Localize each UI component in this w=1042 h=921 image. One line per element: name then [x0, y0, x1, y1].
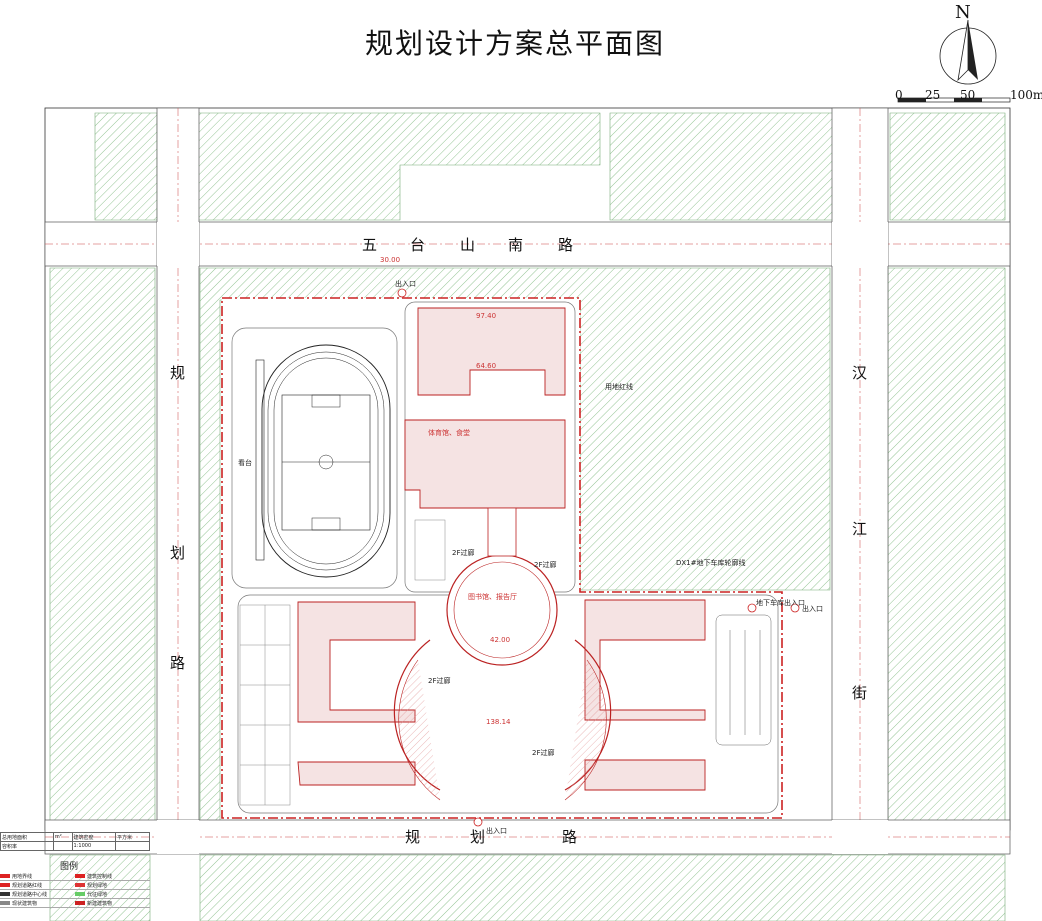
legend-swatch: [0, 901, 10, 905]
library-label: 图书馆、报告厅: [468, 593, 517, 601]
entrance-right-label: 出入口: [802, 605, 823, 613]
gym-label: 体育馆、食堂: [428, 429, 470, 437]
legend-cell: 平方米: [114, 832, 151, 842]
legend-swatch: [0, 883, 10, 887]
plan-title: 规划设计方案总平面图: [365, 27, 666, 60]
entrance-top-label: 出入口: [395, 280, 416, 288]
legend-item-label: 规划绿地: [87, 882, 108, 889]
legend-swatch: [0, 892, 10, 896]
legend-cell: 1:1000: [71, 841, 116, 851]
dim-label: 30.00: [380, 256, 401, 264]
legend-title: 图例: [60, 862, 79, 872]
road-north-char: 台: [410, 236, 426, 254]
legend-item-label: 用地界线: [12, 873, 33, 880]
legend-cell: 总用地面积: [0, 832, 54, 842]
corridor-label: 2F过廊: [532, 749, 555, 757]
legend-swatch: [75, 892, 85, 896]
scale-label-25: 25: [925, 88, 941, 102]
scale-label-0: 0: [895, 88, 903, 102]
courts: [239, 519, 446, 806]
legend-item-label: 规划道路红线: [12, 882, 43, 889]
entrance-markers: [397, 288, 800, 827]
road-east-char: 江: [852, 520, 868, 538]
legend-summary-table: 总用地面积 m² 建筑密度 平方米 容积率 1:1000: [0, 832, 151, 851]
legend-items: 用地界线 建筑控制线 规划道路红线 规划绿地 规划道路中心线 代征绿地 现状建筑…: [0, 872, 150, 908]
stand-label: 看台: [238, 459, 252, 467]
legend-item-label: 代征绿地: [87, 891, 108, 898]
scale-bar: [897, 97, 1011, 103]
road-north-char: 五: [362, 236, 378, 254]
dim-label: 138.14: [486, 718, 511, 726]
roads: [44, 107, 1011, 855]
road-east-char: 街: [852, 684, 868, 702]
running-track: [255, 344, 391, 578]
entrance-bottom-label: 出入口: [486, 827, 507, 835]
road-west-char: 规: [170, 364, 186, 382]
garage-outline-label: DX1#地下车库轮廓线: [676, 559, 746, 567]
legend-swatch: [0, 874, 10, 878]
north-label: N: [955, 2, 971, 23]
legend-cell: 建筑密度: [71, 832, 116, 842]
legend-panel: 总用地面积 m² 建筑密度 平方米 容积率 1:1000 图例 用地界线 建筑控…: [0, 832, 152, 921]
road-north-char: 路: [558, 236, 574, 254]
garage-entrance-label: 地下车库出入口: [756, 599, 805, 607]
corridor-label: 2F过廊: [428, 677, 451, 685]
road-north-char: 山: [460, 236, 476, 254]
land-boundary-label: 用地红线: [605, 383, 633, 391]
scale-label-100m: 100m: [1010, 88, 1042, 102]
legend-cell: [52, 841, 73, 851]
central-ring: [393, 507, 612, 801]
road-south-char: 划: [470, 828, 486, 846]
road-south-char: 路: [562, 828, 578, 846]
legend-item-label: 现状建筑物: [12, 900, 38, 907]
north-arrow-icon: [939, 19, 997, 85]
road-west-char: 路: [170, 654, 186, 672]
legend-cell: [114, 841, 151, 851]
corridor-label: 2F过廊: [452, 549, 475, 557]
legend-item-label: 建筑控制线: [87, 873, 113, 880]
legend-swatch: [75, 883, 85, 887]
road-south-char: 规: [405, 828, 421, 846]
road-north-char: 南: [508, 236, 524, 254]
scale-label-50: 50: [960, 88, 976, 102]
dim-label: 97.40: [476, 312, 497, 320]
road-west-char: 划: [170, 544, 186, 562]
road-east-char: 汉: [852, 364, 868, 382]
legend-cell: m²: [52, 832, 73, 842]
legend-cell: 容积率: [0, 841, 54, 851]
green-blocks: [49, 112, 1006, 921]
dim-label: 64.60: [476, 362, 497, 370]
parking-area: [715, 614, 772, 746]
buildings: [297, 307, 706, 791]
legend-item-label: 新建建筑物: [87, 900, 113, 907]
legend-swatch: [75, 874, 85, 878]
corridor-label: 2F过廊: [534, 561, 557, 569]
legend-swatch: [75, 901, 85, 905]
dim-label: 42.00: [490, 636, 511, 644]
legend-item-label: 规划道路中心线: [12, 891, 48, 898]
